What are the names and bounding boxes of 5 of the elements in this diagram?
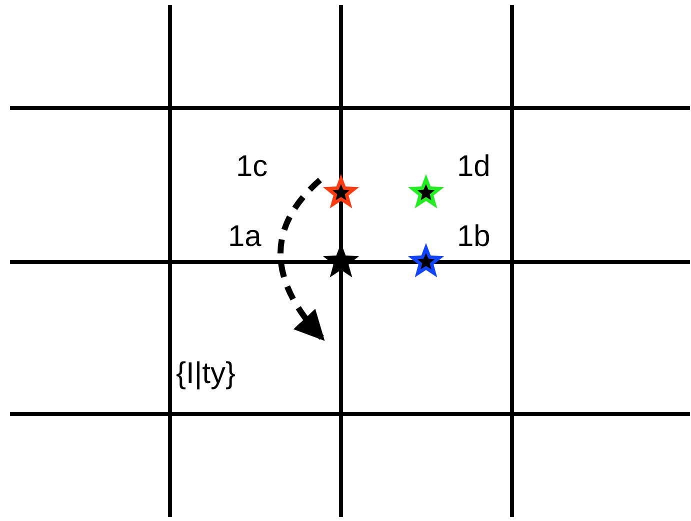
- set-label: {I|ty}: [176, 357, 236, 391]
- point-label: 1d: [457, 150, 490, 184]
- point-label: 1c: [236, 150, 268, 184]
- point-label: 1a: [228, 220, 262, 254]
- point-label: 1b: [457, 220, 490, 254]
